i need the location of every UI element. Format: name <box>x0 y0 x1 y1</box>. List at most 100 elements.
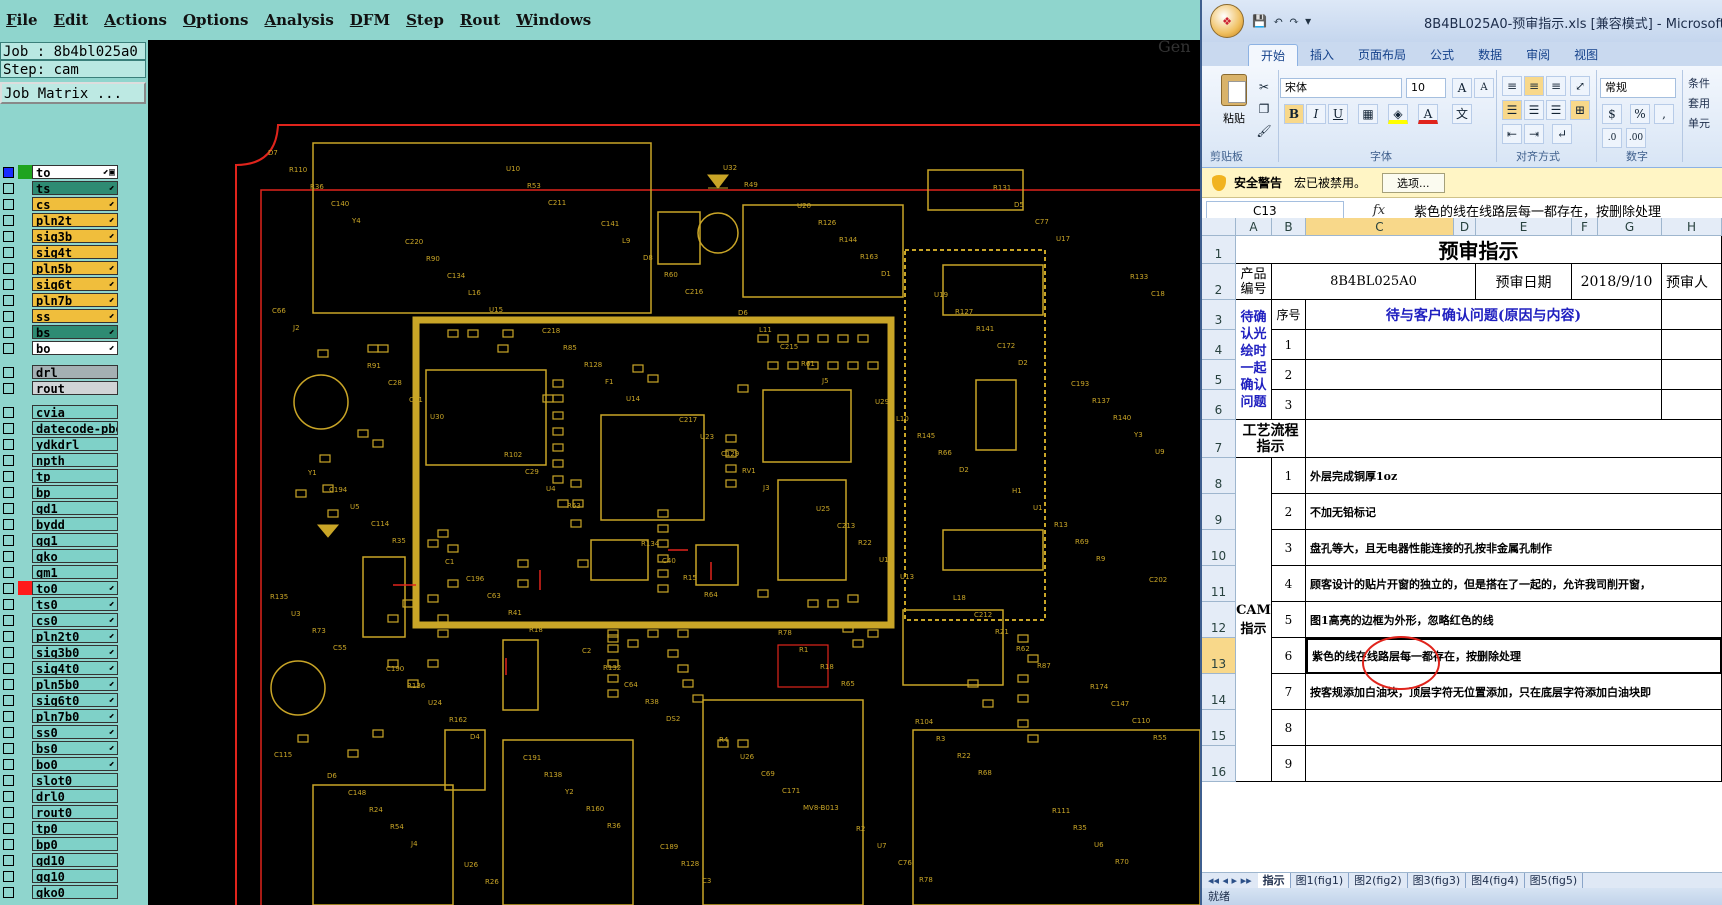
layer-select-checkbox[interactable] <box>3 310 14 322</box>
layer-select-checkbox[interactable] <box>3 214 14 226</box>
layer-color-swatch[interactable] <box>18 517 32 531</box>
layer-select-checkbox[interactable] <box>3 454 14 466</box>
layer-row[interactable]: pln5b0⬋ <box>0 676 118 692</box>
layer-affected-icon[interactable]: ⬋ <box>108 183 115 194</box>
select-all-corner[interactable] <box>1202 218 1236 236</box>
wrap-text-icon[interactable]: ↵ <box>1552 124 1572 144</box>
layer-row[interactable]: pln5b⬋ <box>0 260 118 276</box>
layer-name[interactable]: gko0 <box>32 885 118 899</box>
decrease-decimal-icon[interactable]: .00 <box>1626 128 1646 148</box>
layer-row[interactable]: bo0⬋ <box>0 756 118 772</box>
layer-color-swatch[interactable] <box>18 597 32 611</box>
layer-select-checkbox[interactable] <box>3 438 14 450</box>
layer-select-checkbox[interactable] <box>3 742 14 754</box>
layer-select-checkbox[interactable] <box>3 518 14 530</box>
layer-name[interactable]: gm1 <box>32 565 118 579</box>
layer-color-swatch[interactable] <box>18 293 32 307</box>
layer-select-checkbox[interactable] <box>3 886 14 898</box>
layer-select-checkbox[interactable] <box>3 566 14 578</box>
layer-row[interactable]: sig3b0⬋ <box>0 644 118 660</box>
column-header[interactable]: C <box>1306 218 1454 236</box>
layer-name[interactable]: gg10 <box>32 869 118 883</box>
insert-function-icon[interactable]: fx <box>1372 203 1386 218</box>
layer-row[interactable]: sig4t0⬋ <box>0 660 118 676</box>
layer-row[interactable]: gd1 <box>0 500 118 516</box>
layer-affected-icon[interactable]: ⬋ <box>108 647 115 658</box>
layer-color-swatch[interactable] <box>18 325 32 339</box>
layer-color-swatch[interactable] <box>18 709 32 723</box>
layer-select-checkbox[interactable] <box>3 502 14 514</box>
layer-color-swatch[interactable] <box>18 789 32 803</box>
empty-cell[interactable] <box>1306 360 1662 390</box>
phonetic-icon[interactable]: 文 <box>1452 104 1472 124</box>
layer-name[interactable]: gd10 <box>32 853 118 867</box>
layer-color-swatch[interactable] <box>18 229 32 243</box>
layer-select-checkbox[interactable] <box>3 758 14 770</box>
empty-cell[interactable] <box>1662 360 1722 390</box>
layer-select-checkbox[interactable] <box>3 726 14 738</box>
layer-select-checkbox[interactable] <box>3 182 14 194</box>
font-size-select[interactable]: 10 <box>1406 78 1446 98</box>
layer-select-checkbox[interactable] <box>3 382 14 394</box>
process-label[interactable]: 工艺流程指示 <box>1236 420 1306 458</box>
layer-row[interactable]: rout <box>0 380 118 396</box>
row-header[interactable]: 16 <box>1202 746 1236 782</box>
align-top-icon[interactable]: ≡ <box>1502 76 1522 96</box>
sheet-tab[interactable]: 指示 <box>1257 873 1291 888</box>
menu-step[interactable]: Step <box>406 11 444 29</box>
cam-item-text[interactable]: 不加无铅标记 <box>1306 494 1722 530</box>
layer-select-checkbox[interactable] <box>3 822 14 834</box>
layer-select-checkbox[interactable] <box>3 534 14 546</box>
layer-row[interactable]: bo⬋ <box>0 340 118 356</box>
layer-color-swatch[interactable] <box>18 725 32 739</box>
underline-button[interactable]: U <box>1328 104 1348 124</box>
font-color-icon[interactable]: A <box>1418 104 1438 124</box>
customize-qat-icon[interactable]: ▾ <box>1305 14 1312 28</box>
layer-name[interactable]: ts0⬋ <box>32 597 118 611</box>
layer-affected-icon[interactable]: ⬋ <box>108 599 115 610</box>
layer-row[interactable]: npth <box>0 452 118 468</box>
cam-label[interactable]: CAM指示 <box>1236 458 1272 782</box>
ribbon-tab-2[interactable]: 页面布局 <box>1358 48 1407 62</box>
layer-row[interactable]: tp <box>0 468 118 484</box>
product-label[interactable]: 产品编号 <box>1236 264 1272 300</box>
cam-item-text[interactable] <box>1306 746 1722 782</box>
layer-color-swatch[interactable] <box>18 341 32 355</box>
layer-row[interactable]: gm1 <box>0 564 118 580</box>
layer-select-checkbox[interactable] <box>3 470 14 482</box>
ribbon-tab-1[interactable]: 插入 <box>1310 48 1335 62</box>
layer-row[interactable]: ts⬋ <box>0 180 118 196</box>
row-header[interactable]: 12 <box>1202 602 1236 638</box>
layer-name[interactable]: to⬋▣ <box>32 165 118 179</box>
layer-row[interactable]: cvia <box>0 404 118 420</box>
align-bottom-icon[interactable]: ≡ <box>1546 76 1566 96</box>
layer-color-swatch[interactable] <box>18 381 32 395</box>
layer-name[interactable]: rout0 <box>32 805 118 819</box>
empty-cell[interactable] <box>1662 330 1722 360</box>
layer-select-checkbox[interactable] <box>3 406 14 418</box>
cam-item-num[interactable]: 6 <box>1272 638 1306 674</box>
layer-name[interactable]: sig4t <box>32 245 118 259</box>
layer-row[interactable]: to0⬋ <box>0 580 118 596</box>
layer-select-checkbox[interactable] <box>3 422 14 434</box>
percent-icon[interactable]: % <box>1630 104 1650 124</box>
layer-row[interactable]: pln7b⬋ <box>0 292 118 308</box>
layer-name[interactable]: ydkdrl <box>32 437 118 451</box>
layer-color-swatch[interactable] <box>18 245 32 259</box>
layer-name[interactable]: pln7b0⬋ <box>32 709 118 723</box>
layer-color-swatch[interactable] <box>18 757 32 771</box>
redo-icon[interactable]: ↷ <box>1289 14 1300 28</box>
sheet-nav-icon[interactable]: ◂◂ ◂ ▸ ▸▸ <box>1208 874 1252 887</box>
sheet-tab[interactable]: 图2(fig2) <box>1349 873 1408 888</box>
layer-affected-icon[interactable]: ⬋ <box>108 199 115 210</box>
layer-row[interactable]: ydkdrl <box>0 436 118 452</box>
layer-name[interactable]: datecode-pbo <box>32 421 118 435</box>
office-button[interactable]: ❖ <box>1210 4 1244 38</box>
layer-name[interactable]: pln5b⬋ <box>32 261 118 275</box>
conditional-format-label[interactable]: 条件 <box>1688 77 1710 90</box>
layer-name[interactable]: pln2t0⬋ <box>32 629 118 643</box>
sheet-tab[interactable]: 图4(fig4) <box>1466 873 1525 888</box>
layer-affected-icon[interactable]: ⬋ <box>108 663 115 674</box>
layer-row[interactable]: bp <box>0 484 118 500</box>
column-header[interactable]: E <box>1476 218 1572 236</box>
